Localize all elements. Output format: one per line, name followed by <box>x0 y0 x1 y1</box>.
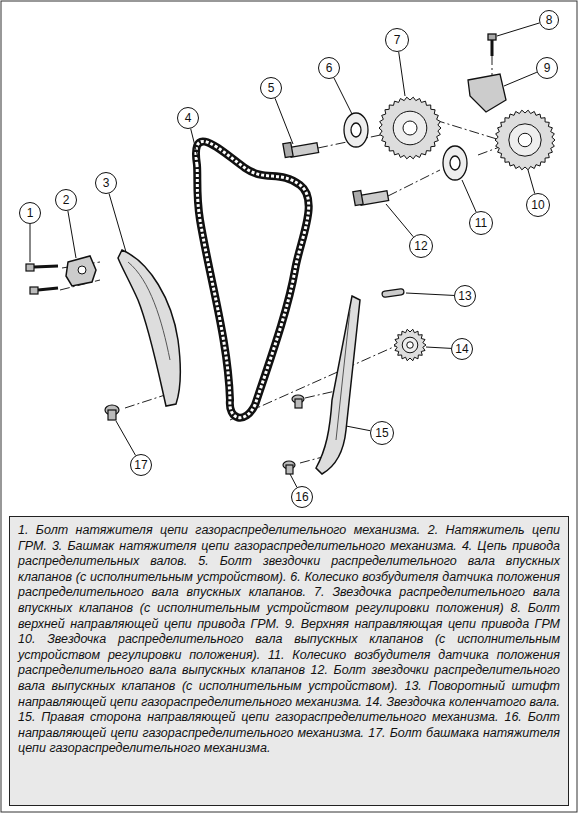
leader-line <box>290 474 297 487</box>
callout-number: 16 <box>291 486 313 508</box>
callout-text: 3 <box>103 177 110 189</box>
tensioner-bolts <box>26 264 58 294</box>
shoe-bolt <box>105 405 119 420</box>
leader-line <box>30 224 31 262</box>
callout-text: 14 <box>455 343 468 355</box>
callout-number: 17 <box>130 454 152 476</box>
callout-number: 1 <box>19 202 41 224</box>
leader-line <box>68 211 76 258</box>
callout-text: 8 <box>546 14 553 26</box>
callout-number: 13 <box>454 285 476 307</box>
callout-number: 14 <box>451 338 473 360</box>
caption-text: 1. Болт натяжителя цепи газораспределите… <box>18 523 560 757</box>
leader-line <box>109 194 126 252</box>
sprocket-teeth <box>495 110 555 170</box>
leader-line <box>399 52 405 96</box>
callout-number: 12 <box>409 234 433 258</box>
caption-box: 1. Болт натяжителя цепи газораспределите… <box>9 516 569 806</box>
tensioner <box>66 256 96 286</box>
leader-line <box>334 78 352 114</box>
callout-text: 5 <box>268 82 275 94</box>
tensioner-hole <box>78 266 86 274</box>
callout-text: 2 <box>63 194 70 206</box>
callout-number: 5 <box>260 77 282 99</box>
callout-text: 9 <box>544 62 551 74</box>
callout-number: 3 <box>95 172 117 194</box>
callout-text: 12 <box>414 240 427 252</box>
camshaft-parts <box>283 34 506 206</box>
guide-rib <box>336 310 350 440</box>
sprocket-hub <box>393 111 427 145</box>
leader-line <box>346 426 370 431</box>
callout-text: 16 <box>295 491 308 503</box>
leader-lines <box>30 23 539 487</box>
leader-line <box>406 293 454 295</box>
tensioner-shoe <box>118 250 180 406</box>
chain-links <box>196 141 309 417</box>
callout-text: 10 <box>531 199 544 211</box>
leader-line <box>116 421 136 455</box>
callout-number: 7 <box>385 28 409 52</box>
sprocket-bore <box>403 121 417 135</box>
leader-line <box>275 98 293 144</box>
callout-text: 15 <box>375 427 388 439</box>
sprocket-hub <box>509 124 541 156</box>
guide-bolts <box>283 395 304 474</box>
leader-line <box>386 204 413 237</box>
sprocket-bore <box>407 342 414 349</box>
callout-number: 2 <box>55 189 77 211</box>
callout-text: 17 <box>134 459 147 471</box>
sprocket-teeth <box>394 329 426 361</box>
timing-chain <box>196 141 309 417</box>
leader-line <box>504 72 537 86</box>
callout-number: 11 <box>469 211 493 235</box>
callout-text: 13 <box>458 290 471 302</box>
sprocket-hub <box>402 337 418 353</box>
leader-line <box>497 23 539 36</box>
callout-number: 10 <box>526 193 550 217</box>
leader-line <box>426 347 451 348</box>
callout-text: 6 <box>326 62 333 74</box>
callout-number: 8 <box>539 10 559 30</box>
callout-number: 9 <box>536 57 558 79</box>
axis-lines <box>60 55 505 463</box>
callout-number: 4 <box>177 107 199 129</box>
callout-number: 6 <box>318 57 340 79</box>
leader-line <box>191 129 198 158</box>
callout-text: 4 <box>185 112 192 124</box>
callout-text: 1 <box>27 207 34 219</box>
pivot-pin <box>382 288 405 297</box>
sprockets <box>379 97 555 361</box>
callout-text: 7 <box>394 34 401 46</box>
callout-number: 15 <box>370 421 394 445</box>
sprocket-bore <box>518 133 532 147</box>
leader-line <box>462 180 476 212</box>
chain-guide <box>316 296 360 474</box>
callout-text: 11 <box>475 217 487 229</box>
sprocket-teeth <box>379 97 441 159</box>
leader-line <box>528 170 535 193</box>
shoe-rib <box>128 262 170 360</box>
